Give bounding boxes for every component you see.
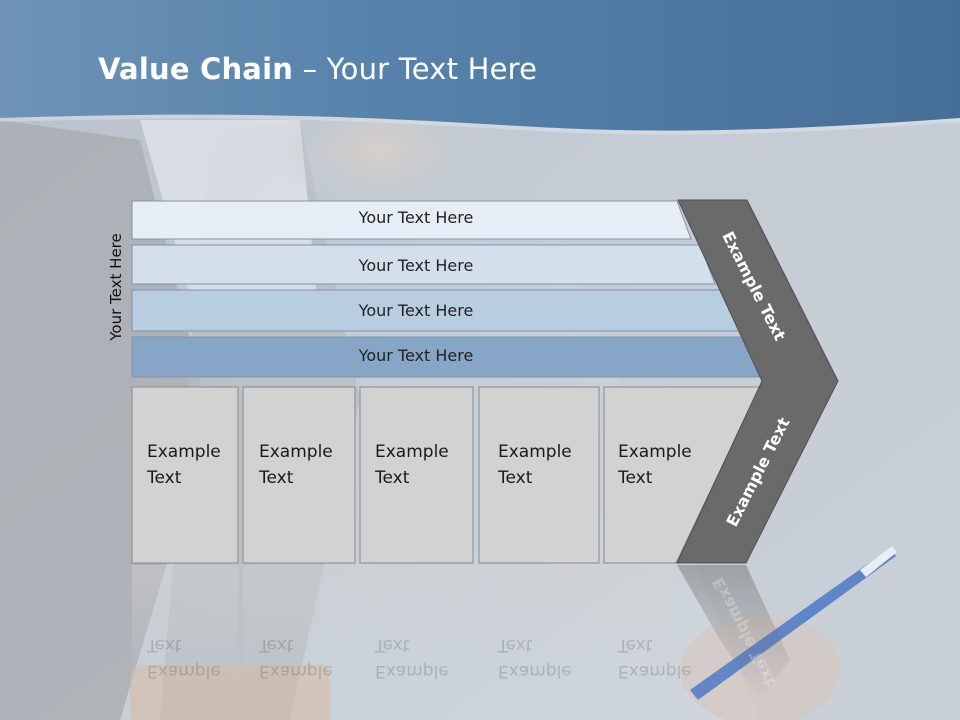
support-row-4-label: Your Text Here — [358, 346, 474, 365]
side-label: Your Text Here — [107, 233, 125, 341]
primary-box-5-label: Example Text — [618, 439, 692, 491]
primary-box-2-line2: Text — [259, 468, 294, 488]
primary-box-1-label: Example Text — [147, 439, 221, 491]
slide-title: Value Chain – Your Text Here — [98, 52, 537, 86]
primary-box-4-line1: Example — [498, 442, 572, 462]
primary-box-4 — [478, 386, 600, 564]
support-row-3-label: Your Text Here — [358, 301, 474, 320]
support-row-1-label: Your Text Here — [358, 208, 474, 227]
primary-box-1-line1: Example — [147, 442, 221, 462]
primary-box-5-line1: Example — [618, 442, 692, 462]
primary-box-5 — [603, 386, 761, 564]
title-bold: Value Chain — [98, 52, 294, 86]
primary-box-1 — [131, 386, 239, 564]
primary-box-4-label: Example Text — [498, 439, 572, 491]
primary-box-3-line1: Example — [375, 442, 449, 462]
support-row-1 — [131, 200, 692, 240]
primary-box-2-label: Example Text — [259, 439, 333, 491]
primary-box-5-line2: Text — [618, 468, 653, 488]
primary-box-3 — [359, 386, 474, 564]
primary-box-2-line1: Example — [259, 442, 333, 462]
support-row-2 — [131, 244, 716, 285]
primary-box-1-line2: Text — [147, 468, 182, 488]
margin-chevron — [676, 199, 839, 564]
primary-box-3-line2: Text — [375, 468, 410, 488]
primary-box-4-line2: Text — [498, 468, 533, 488]
primary-box-3-label: Example Text — [375, 439, 449, 491]
support-row-2-label: Your Text Here — [358, 256, 474, 275]
primary-box-2 — [242, 386, 356, 564]
title-rest: – Your Text Here — [293, 52, 538, 86]
